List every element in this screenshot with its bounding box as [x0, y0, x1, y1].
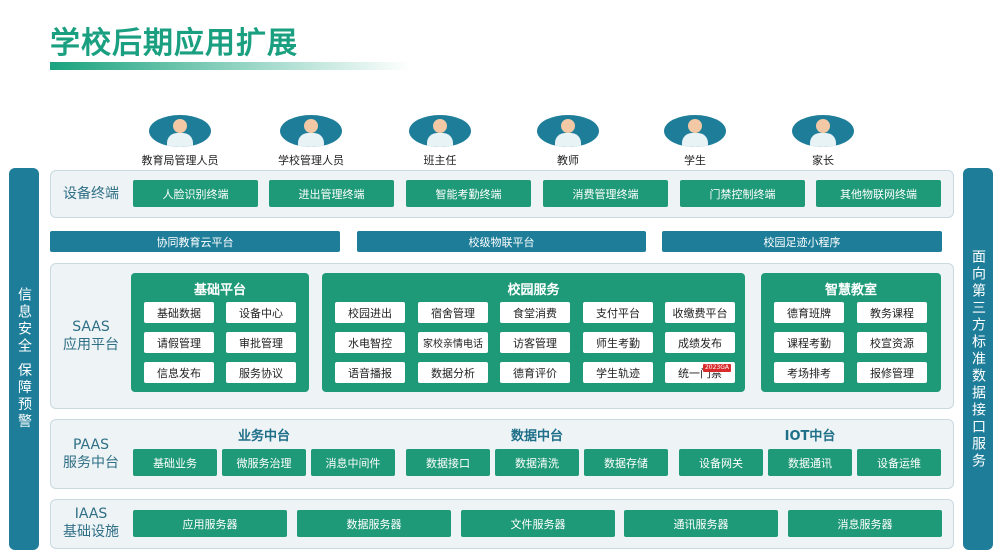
saas-item[interactable]: 支付平台	[583, 302, 653, 323]
iaas-label-line1: IAAS	[74, 506, 108, 522]
role-label: 学校管理人员	[278, 154, 344, 167]
saas-item[interactable]: 请假管理	[144, 332, 214, 353]
saas-item[interactable]: 报修管理	[857, 362, 927, 383]
saas-item[interactable]: 课程考勤	[774, 332, 844, 353]
device-terminal-label: 设备终端	[63, 186, 119, 202]
person-avatar-icon	[792, 115, 854, 147]
terminal-item[interactable]: 进出管理终端	[269, 180, 394, 207]
role-label: 班主任	[423, 154, 457, 167]
saas-item[interactable]: 德育评价	[500, 362, 570, 383]
platform-bar-miniapp[interactable]: 校园足迹小程序	[662, 231, 942, 252]
saas-item[interactable]: 设备中心	[226, 302, 296, 323]
paas-item[interactable]: 数据接口	[406, 449, 490, 476]
terminal-item[interactable]: 智能考勤终端	[406, 180, 531, 207]
platform-bar-cloud[interactable]: 协同教育云平台	[50, 231, 340, 252]
iaas-item[interactable]: 文件服务器	[461, 510, 615, 537]
person-avatar-icon	[664, 115, 726, 147]
saas-item[interactable]: 服务协议	[226, 362, 296, 383]
right-side-label: 面向第三方标准数据接口服务	[970, 248, 986, 470]
person-avatar-icon	[537, 115, 599, 147]
saas-item[interactable]: 收缴费平台	[665, 302, 735, 323]
group-title: 智慧教室	[824, 283, 877, 298]
saas-item[interactable]: 访客管理	[500, 332, 570, 353]
platform-bar-iot[interactable]: 校级物联平台	[357, 231, 646, 252]
paas-item[interactable]: 设备运维	[857, 449, 941, 476]
terminal-item[interactable]: 门禁控制终端	[680, 180, 805, 207]
paas-label-line1: PAAS	[73, 437, 109, 453]
role-teacher: 教师	[528, 115, 608, 168]
saas-item[interactable]: 信息发布	[144, 362, 214, 383]
iaas-item[interactable]: 消息服务器	[788, 510, 942, 537]
paas-item[interactable]: 微服务治理	[222, 449, 306, 476]
terminal-item[interactable]: 人脸识别终端	[133, 180, 258, 207]
page-title: 学校后期应用扩展	[50, 26, 298, 61]
role-head-teacher: 班主任	[400, 115, 480, 168]
paas-group-title: IOT中台	[784, 429, 836, 444]
saas-item[interactable]: 家校亲情电话	[418, 332, 488, 353]
role-label: 教师	[557, 154, 579, 167]
saas-item[interactable]: 校宣资源	[857, 332, 927, 353]
iaas-item[interactable]: 应用服务器	[133, 510, 287, 537]
saas-item[interactable]: 基础数据	[144, 302, 214, 323]
paas-group-title: 业务中台	[237, 429, 290, 444]
saas-item[interactable]: 考场排考	[774, 362, 844, 383]
saas-item[interactable]: 食堂消费	[500, 302, 570, 323]
saas-item[interactable]: 成绩发布	[665, 332, 735, 353]
saas-item[interactable]: 德育班牌	[774, 302, 844, 323]
paas-item[interactable]: 数据通讯	[768, 449, 852, 476]
saas-item[interactable]: 水电智控	[335, 332, 405, 353]
paas-group-title: 数据中台	[510, 429, 563, 444]
paas-label-line2: 服务中台	[63, 455, 119, 471]
iaas-item[interactable]: 通讯服务器	[624, 510, 778, 537]
paas-label: PAAS 服务中台	[56, 436, 126, 472]
saas-item[interactable]: 语音播报	[335, 362, 405, 383]
saas-item[interactable]: 数据分析	[418, 362, 488, 383]
saas-item[interactable]: 审批管理	[226, 332, 296, 353]
saas-item[interactable]: 学生轨迹	[583, 362, 653, 383]
saas-item[interactable]: 师生考勤	[583, 332, 653, 353]
person-avatar-icon	[149, 115, 211, 147]
left-side-label: 信息安全 保障预警	[16, 287, 32, 431]
right-interface-bar: 面向第三方标准数据接口服务	[963, 168, 993, 550]
saas-item[interactable]: 教务课程	[857, 302, 927, 323]
iaas-label-line2: 基础设施	[63, 524, 119, 540]
group-title: 基础平台	[193, 283, 246, 298]
paas-item[interactable]: 数据清洗	[495, 449, 579, 476]
new-badge: 2023GA	[702, 364, 731, 372]
title-underline	[50, 62, 410, 70]
group-title: 校园服务	[507, 283, 560, 298]
role-school-admin: 学校管理人员	[271, 115, 351, 168]
person-avatar-icon	[409, 115, 471, 147]
role-parent: 家长	[783, 115, 863, 168]
left-security-bar: 信息安全 保障预警	[9, 168, 39, 550]
saas-item[interactable]: 校园进出	[335, 302, 405, 323]
paas-item[interactable]: 基础业务	[133, 449, 217, 476]
saas-item[interactable]: 宿舍管理	[418, 302, 488, 323]
iaas-item[interactable]: 数据服务器	[297, 510, 451, 537]
role-label: 学生	[684, 154, 706, 167]
role-label: 家长	[812, 154, 834, 167]
paas-item[interactable]: 设备网关	[679, 449, 763, 476]
paas-item[interactable]: 消息中间件	[311, 449, 395, 476]
person-avatar-icon	[280, 115, 342, 147]
paas-item[interactable]: 数据存储	[584, 449, 668, 476]
role-education-bureau: 教育局管理人员	[140, 115, 220, 168]
iaas-label: IAAS 基础设施	[56, 505, 126, 541]
role-student: 学生	[655, 115, 735, 168]
saas-label-line2: 应用平台	[63, 337, 119, 353]
terminal-item[interactable]: 其他物联网终端	[816, 180, 941, 207]
role-label: 教育局管理人员	[141, 154, 219, 167]
saas-label-line1: SAAS	[72, 319, 110, 335]
terminal-item[interactable]: 消费管理终端	[543, 180, 668, 207]
saas-item-unified-access[interactable]: 统一门禁 2023GA	[665, 362, 735, 383]
saas-label: SAAS 应用平台	[56, 318, 126, 354]
